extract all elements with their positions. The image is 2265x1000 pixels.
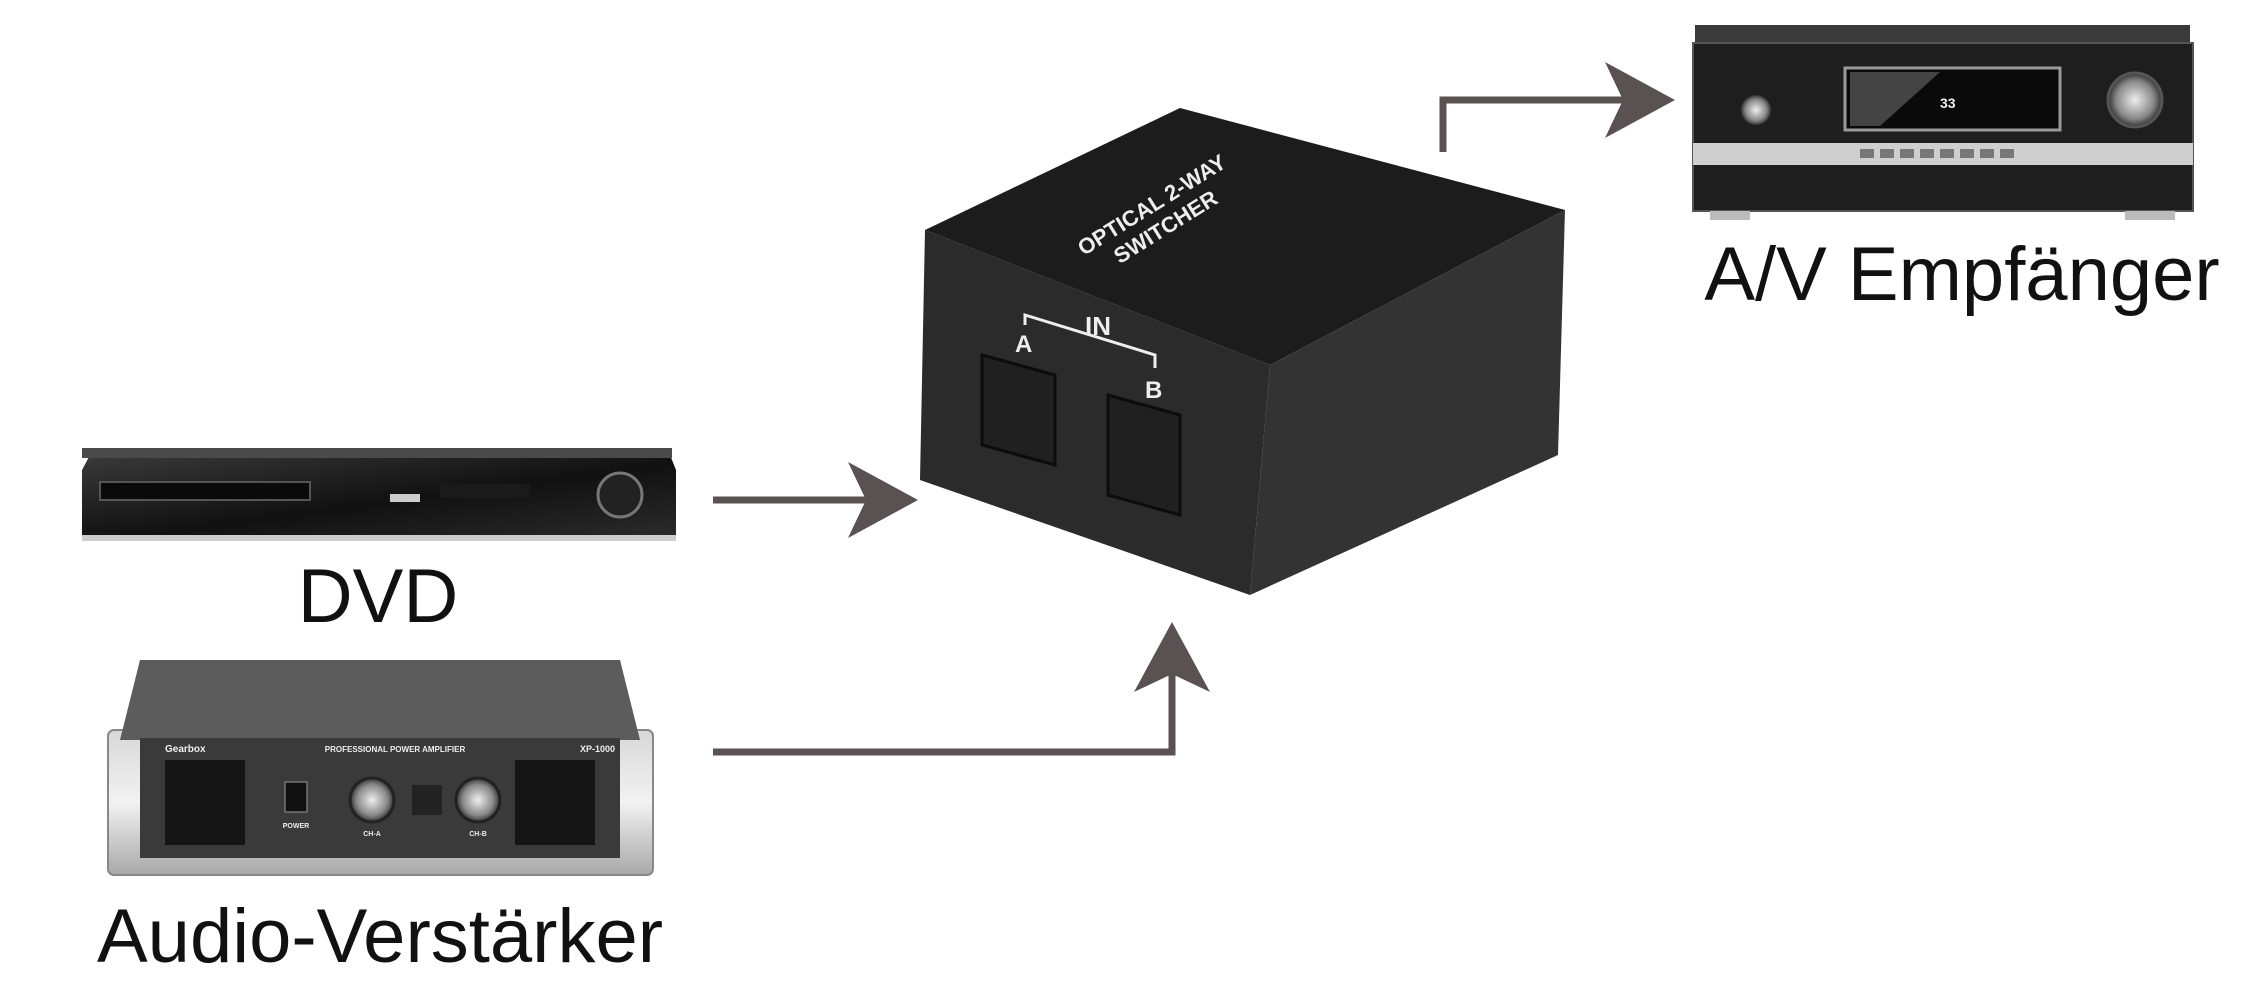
av-receiver-image: 33: [1692, 25, 2194, 220]
switcher-in-label: IN: [1085, 311, 1111, 341]
optical-port-a: [980, 353, 1057, 467]
amplifier-model: XP-1000: [580, 744, 615, 754]
arrow-head-receiver: [1605, 62, 1675, 138]
switcher-port-a-label: A: [1015, 331, 1032, 358]
amplifier-power-label: POWER: [283, 823, 309, 830]
amplifier-ch-b-label: CH-B: [469, 831, 487, 838]
amplifier-ch-a-label: CH-A: [363, 831, 381, 838]
arrow-amplifier-to-switcher-line: [713, 660, 1176, 756]
arrow-switcher-to-receiver-line: [1439, 96, 1630, 152]
amplifier-panel-text: PROFESSIONAL POWER AMPLIFIER: [325, 745, 466, 754]
dvd-player-image: [82, 448, 676, 541]
amplifier-brand: Gearbox: [165, 744, 206, 755]
dvd-label: DVD: [298, 554, 458, 639]
receiver-label: A/V Empfänger: [1704, 232, 2219, 317]
arrow-head-amplifier: [1134, 622, 1210, 692]
switcher-port-b-label: B: [1145, 377, 1162, 404]
arrow-head-dvd: [848, 462, 918, 538]
receiver-display: 33: [1940, 95, 1956, 111]
amplifier-image: Gearbox PROFESSIONAL POWER AMPLIFIER XP-…: [107, 660, 654, 876]
connection-arrows: [713, 96, 1630, 756]
optical-switcher-image: OPTICAL 2-WAY SWITCHER IN A B: [920, 108, 1565, 595]
amplifier-label: Audio-Verstärker: [97, 894, 663, 979]
optical-port-b: [1106, 393, 1182, 517]
